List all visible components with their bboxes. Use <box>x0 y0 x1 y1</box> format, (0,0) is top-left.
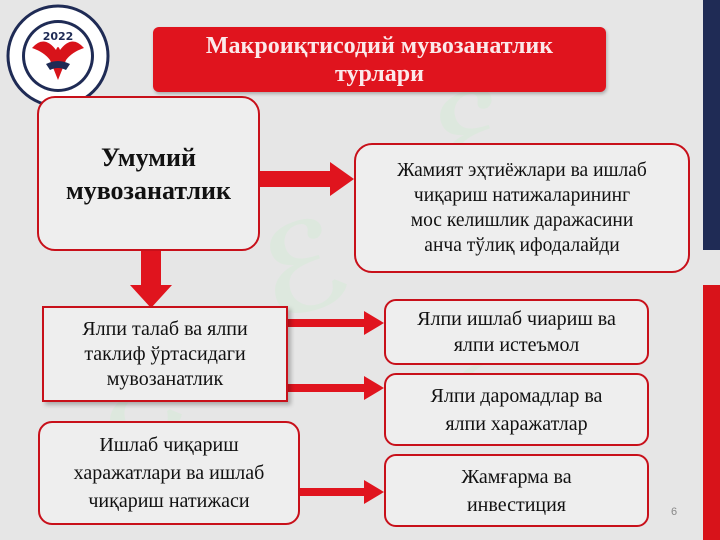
arrow-ishlab-to-r3 <box>300 480 384 504</box>
title-line-2: турлари <box>335 60 424 87</box>
node-ishlab-chiqarish: Ишлаб чиқариш харажатлари ва ишлаб чиқар… <box>38 421 300 525</box>
logo-year: 2022 <box>43 30 74 43</box>
right-accent-bar-navy <box>703 0 720 250</box>
node-jamgarma: Жамғарма ва инвестиция <box>384 454 649 527</box>
right-accent-bar-red <box>703 285 720 540</box>
phoenix-emblem-icon: 2022 <box>6 4 110 108</box>
node-yalpi-daromad: Ялпи даромадлар ва ялпи харажатлар <box>384 373 649 446</box>
arrow-yalpi-to-r2 <box>288 376 384 400</box>
arrow-yalpi-to-r1 <box>288 311 384 335</box>
page-title: Макроиқтисодий мувозанатлик турлари <box>153 27 606 92</box>
node-jamiyat-description: Жамият эҳтиёжлари ва ишлаб чиқариш натиж… <box>354 143 690 273</box>
node-umumiy-muvozanatlik: Умумий мувозанатлик <box>37 96 260 251</box>
node-yalpi-talab: Ялпи талаб ва ялпи таклиф ўртасидаги мув… <box>42 306 288 402</box>
page-number: 6 <box>670 506 678 518</box>
node-yalpi-ishlab: Ялпи ишлаб чиариш ва ялпи истеъмол <box>384 299 649 365</box>
arrow-umumiy-to-jamiyat <box>258 162 354 196</box>
university-logo: 2022 <box>6 4 110 108</box>
arrow-umumiy-to-yalpi <box>130 251 172 308</box>
title-line-1: Макроиқтисодий мувозанатлик <box>205 32 554 59</box>
